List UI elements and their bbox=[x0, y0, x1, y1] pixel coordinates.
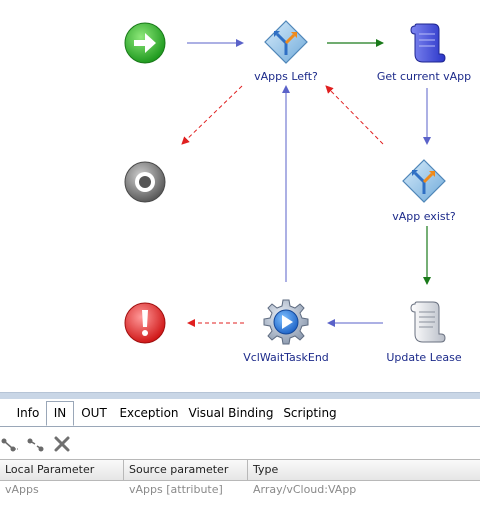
table-row[interactable]: vApps vApps [attribute] Array/vCloud:VAp… bbox=[0, 481, 480, 499]
scroll-icon bbox=[410, 301, 446, 343]
tab-exception[interactable]: Exception bbox=[119, 406, 179, 420]
parameter-toolbar bbox=[0, 430, 480, 458]
scriptable-task-icon bbox=[410, 23, 446, 63]
cell-type: Array/vCloud:VApp bbox=[253, 483, 357, 496]
tab-visual-binding[interactable]: Visual Binding bbox=[188, 406, 274, 420]
error-node[interactable] bbox=[124, 302, 166, 344]
vapps-left-label: vApps Left? bbox=[254, 70, 318, 83]
delete-icon[interactable] bbox=[52, 434, 72, 454]
workflow-links bbox=[181, 39, 431, 327]
tab-scripting[interactable]: Scripting bbox=[283, 406, 337, 420]
panel-splitter[interactable] bbox=[0, 392, 480, 399]
start-arrow-icon bbox=[124, 22, 166, 64]
column-header-local-parameter[interactable]: Local Parameter bbox=[0, 460, 124, 480]
link-vapps-left-to-end[interactable] bbox=[181, 85, 243, 145]
column-header-type[interactable]: Type bbox=[253, 463, 279, 476]
link-vapp-exist-to-vapps-left[interactable] bbox=[325, 85, 384, 145]
properties-tab-bar: Info IN OUT Exception Visual Binding Scr… bbox=[0, 400, 480, 427]
table-header: Local Parameter Source parameter Type bbox=[0, 459, 480, 481]
start-node[interactable] bbox=[124, 22, 166, 64]
bind-parameter-icon[interactable] bbox=[0, 434, 20, 454]
vapp-exist-decision-node[interactable] bbox=[401, 158, 447, 204]
vcl-wait-task-end-node[interactable] bbox=[262, 298, 310, 346]
tab-info[interactable]: Info bbox=[16, 406, 40, 420]
end-icon bbox=[124, 161, 166, 203]
cell-source-parameter: vApps [attribute] bbox=[129, 483, 223, 496]
cell-local-parameter: vApps bbox=[5, 483, 39, 496]
workflow-schema-canvas[interactable]: vApps Left? Get current vApp vApp exist? bbox=[0, 0, 480, 392]
vapp-exist-label: vApp exist? bbox=[392, 210, 456, 223]
error-icon bbox=[124, 302, 166, 344]
column-header-source-parameter[interactable]: Source parameter bbox=[124, 460, 248, 480]
vapps-left-decision-node[interactable] bbox=[263, 19, 309, 65]
tab-in[interactable]: IN bbox=[46, 401, 74, 426]
end-node[interactable] bbox=[124, 161, 166, 203]
decision-icon bbox=[264, 20, 308, 64]
unbind-parameter-icon[interactable] bbox=[26, 434, 46, 454]
update-lease-label: Update Lease bbox=[386, 351, 462, 364]
workflow-action-icon bbox=[263, 299, 309, 345]
decision-icon bbox=[402, 159, 446, 203]
get-current-vapp-node[interactable] bbox=[405, 20, 449, 66]
vcl-wait-task-end-label: VclWaitTaskEnd bbox=[243, 351, 329, 364]
get-current-vapp-label: Get current vApp bbox=[376, 70, 472, 83]
update-lease-node[interactable] bbox=[405, 298, 449, 346]
tab-out[interactable]: OUT bbox=[81, 406, 107, 420]
